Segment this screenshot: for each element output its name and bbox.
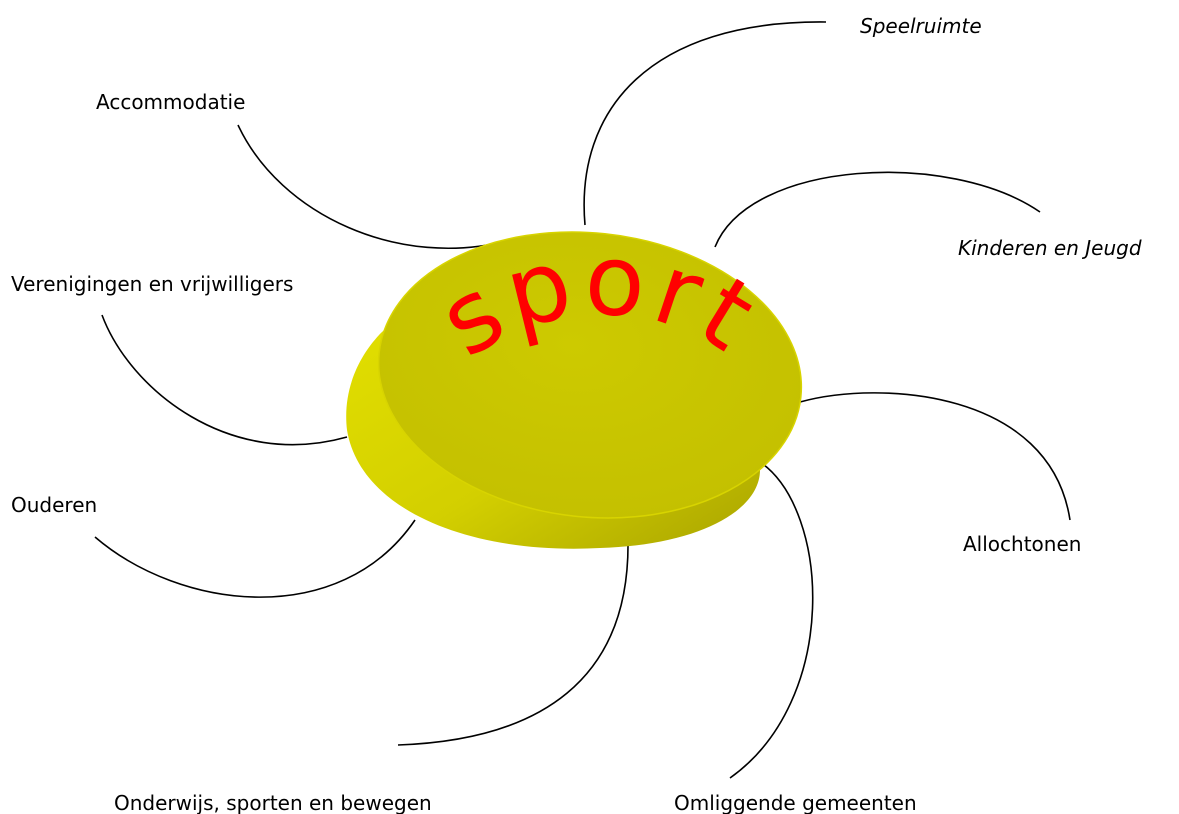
sport-disc: sport (346, 212, 815, 549)
connector-verenigingen (102, 315, 347, 445)
label-omliggende: Omliggende gemeenten (674, 793, 917, 813)
connector-allochtonen (800, 393, 1070, 520)
label-allochtonen: Allochtonen (963, 534, 1081, 554)
label-accommodatie: Accommodatie (96, 92, 245, 112)
label-onderwijs: Onderwijs, sporten en bewegen (114, 793, 432, 813)
connector-accommodatie (238, 125, 510, 248)
connector-omliggende (730, 462, 813, 778)
label-kinderen-jeugd: Kinderen en Jeugd (958, 238, 1142, 258)
label-verenigingen: Verenigingen en vrijwilligers (11, 274, 293, 294)
label-speelruimte: Speelruimte (860, 16, 982, 36)
connector-ouderen (95, 520, 415, 597)
connector-speelruimte (584, 22, 826, 225)
connector-onderwijs (398, 540, 628, 745)
label-ouderen: Ouderen (11, 495, 97, 515)
